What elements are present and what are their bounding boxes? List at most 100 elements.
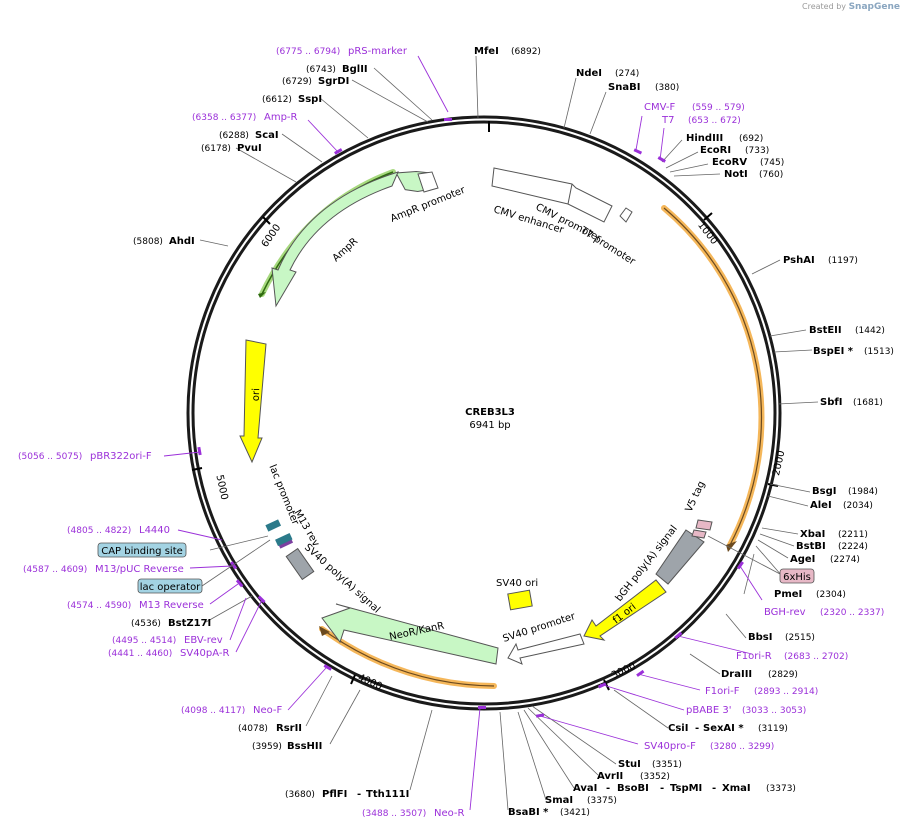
enzyme-tth111i: Tth111I: [366, 789, 409, 800]
ampr-arc-arrowhead: [258, 292, 266, 298]
svg-text:(1984): (1984): [848, 487, 878, 497]
svg-text:(2829): (2829): [768, 670, 798, 680]
snapgene-watermark: Created by SnapGene: [802, 2, 900, 12]
enzyme-bsabi: BsaBI *: [508, 807, 549, 818]
svg-text:(3119): (3119): [758, 724, 788, 734]
enzyme-ecorv: EcoRV: [712, 157, 747, 168]
enzyme-leaders: [199, 55, 819, 811]
svg-text:(745): (745): [760, 158, 784, 168]
svg-text:(5808): (5808): [133, 237, 163, 247]
enzyme-bspei: BspEI *: [813, 346, 854, 357]
svg-text:(3421): (3421): [560, 808, 590, 818]
enzyme-xbai: XbaI: [800, 529, 825, 540]
enzyme-tspmi: TspMI: [670, 783, 702, 794]
svg-text:(4078): (4078): [238, 724, 268, 734]
svg-text:(733): (733): [745, 146, 769, 156]
sv40-ori-block: [507, 589, 533, 611]
enzyme-ecori: EcoRI: [700, 145, 731, 156]
enzyme-bsobi: BsoBI: [617, 783, 649, 794]
primer-m13-reverse: M13 Reverse: [139, 600, 204, 611]
m13-rev-label: M13 rev: [291, 508, 321, 549]
tick-5000: 5000: [191, 467, 229, 501]
svg-text:(2274): (2274): [830, 555, 860, 565]
svg-text:(4098 .. 4117): (4098 .. 4117): [181, 706, 245, 716]
enzyme-labels: MfeI (6892) NdeI (274) SnaBI (380) HindI…: [131, 46, 894, 818]
t7-promoter-arrow: [619, 207, 633, 223]
watermark-prefix: Created by: [802, 2, 847, 11]
enzyme-pmei: PmeI: [774, 589, 802, 600]
enzyme-mfei: MfeI: [474, 46, 499, 57]
svg-text:(6288): (6288): [219, 131, 249, 141]
primer-labels: (6775 .. 6794) pRS-marker (6358 .. 6377)…: [18, 46, 884, 819]
svg-text:(3959): (3959): [252, 742, 282, 752]
svg-text:-: -: [695, 723, 699, 734]
f1-ori-arrow: [583, 579, 667, 641]
svg-text:(6729): (6729): [282, 77, 312, 87]
primer-bgh-rev: BGH-rev: [764, 607, 806, 618]
svg-text:(2304): (2304): [816, 590, 846, 600]
enzyme-scai: ScaI: [255, 130, 279, 141]
boxed-feature-lac-operator: lac operator: [137, 539, 271, 594]
sv40-ori-label: SV40 ori: [496, 578, 538, 589]
primer-prs-marker: pRS-marker: [348, 46, 408, 57]
enzyme-xmai: XmaI: [722, 783, 751, 794]
enzyme-stui: StuI: [618, 759, 641, 770]
enzyme-hindiii: HindIII: [686, 133, 723, 144]
sv40-polya-block: [285, 547, 315, 581]
v5-tag-arrow: [695, 519, 713, 531]
plasmid-length: 6941 bp: [469, 420, 510, 431]
boxed-feature-cap: CAP binding site: [97, 535, 269, 558]
6xhis-label: 6xHis: [783, 572, 811, 583]
enzyme-sexai: SexAI *: [703, 723, 744, 734]
svg-text:(3680): (3680): [285, 790, 315, 800]
svg-text:(3280 .. 3299): (3280 .. 3299): [710, 742, 774, 752]
svg-text:(4587 .. 4609): (4587 .. 4609): [23, 565, 87, 575]
enzyme-agei: AgeI: [790, 554, 815, 565]
svg-text:(4441 .. 4460): (4441 .. 4460): [108, 649, 172, 659]
enzyme-bsteii: BstEII: [809, 325, 842, 336]
svg-text:(4536): (4536): [131, 619, 161, 629]
svg-text:(2320 .. 2337): (2320 .. 2337): [820, 608, 884, 618]
cap-block: [275, 532, 293, 547]
svg-text:3000: 3000: [610, 661, 638, 682]
svg-text:(4574 .. 4590): (4574 .. 4590): [67, 601, 131, 611]
enzyme-noti: NotI: [724, 169, 748, 180]
ampr-label: AmpR: [331, 236, 361, 264]
ampr-promoter-white-arrow: [417, 171, 439, 193]
primer-ebv-rev: EBV-rev: [184, 635, 223, 646]
svg-text:(692): (692): [739, 134, 763, 144]
enzyme-avai: AvaI: [573, 783, 597, 794]
enzyme-rsrii: RsrII: [276, 723, 302, 734]
enzyme-bstbi: BstBI: [796, 541, 826, 552]
primer-f1ori-r: F1ori-R: [736, 651, 772, 662]
primer-marks: [197, 118, 744, 718]
svg-text:(1442): (1442): [855, 326, 885, 336]
primer-leaders: [163, 55, 763, 811]
svg-text:-: -: [357, 789, 361, 800]
cmv-promoter-divider: [567, 183, 573, 205]
boxed-feature-6xhis: 6xHis: [707, 535, 815, 584]
primer-pbabe-3: pBABE 3': [686, 705, 732, 716]
sv40-polya-label: SV40 poly(A) signal: [302, 542, 382, 616]
primer-cmv-f: CMV-F: [644, 102, 675, 113]
svg-text:(6612): (6612): [262, 95, 292, 105]
svg-text:(6892): (6892): [511, 47, 541, 57]
lac-operator-label: lac operator: [140, 582, 201, 593]
enzyme-alei: AleI: [810, 500, 832, 511]
cmv-enhancer-arrow: [491, 167, 613, 223]
insert-highlight-arc: [661, 205, 765, 548]
enzyme-bstz17i: BstZ17I: [168, 618, 211, 629]
svg-text:(1197): (1197): [828, 256, 858, 266]
enzyme-ahdi: AhdI: [169, 236, 195, 247]
svg-text:4000: 4000: [356, 672, 384, 692]
insert-arrowhead: [726, 541, 737, 552]
svg-text:(4805 .. 4822): (4805 .. 4822): [67, 526, 131, 536]
svg-text:6000: 6000: [260, 222, 284, 249]
svg-text:(653 .. 672): (653 .. 672): [688, 116, 741, 126]
svg-text:-: -: [712, 783, 716, 794]
enzyme-ndei: NdeI: [576, 68, 602, 79]
neor-kanr-arrow: [321, 603, 499, 665]
sv40-promoter-arrow: [507, 633, 585, 665]
primer-l4440: L4440: [139, 525, 170, 536]
svg-text:(2893 .. 2914): (2893 .. 2914): [754, 687, 818, 697]
